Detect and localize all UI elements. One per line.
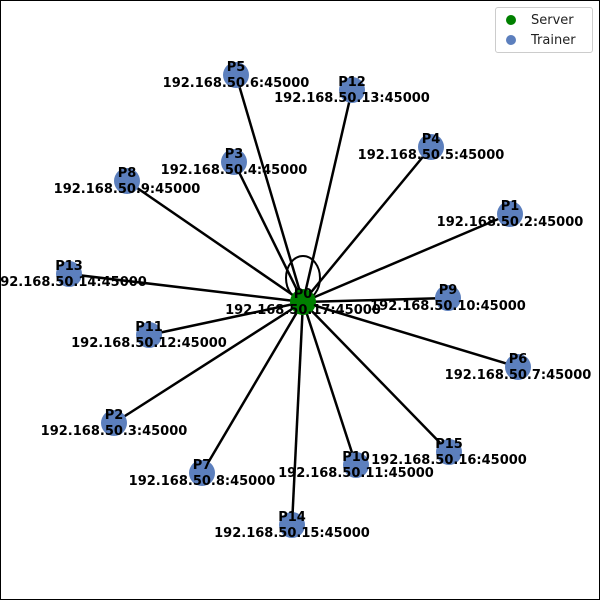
node-label-p5: P5 [227, 60, 246, 75]
edge-p0-p2 [113, 300, 304, 425]
edge-p0-p15 [302, 301, 450, 453]
node-address-p14: 192.168.50.15:45000 [214, 526, 370, 541]
trainer-node-p7 [189, 460, 215, 486]
node-address-p0: 192.168.50.17:45000 [225, 303, 381, 318]
node-label-p13: P13 [55, 259, 83, 274]
trainer-node-p9 [435, 285, 461, 311]
edge-p0-p7 [200, 301, 305, 474]
trainer-node-p11 [136, 322, 162, 348]
legend-label-server: Server [531, 12, 574, 28]
edge-p0-p9 [302, 296, 449, 304]
trainer-node-p3 [221, 149, 247, 175]
nodes-group [56, 62, 531, 538]
node-label-p6: P6 [509, 352, 528, 367]
legend-label-trainer: Trainer [531, 32, 576, 48]
edge-p0-p3 [232, 161, 305, 303]
edge-p0-p4 [302, 146, 432, 303]
edge-p0-p13 [68, 272, 304, 304]
trainer-node-p14 [279, 512, 305, 538]
node-label-p12: P12 [338, 75, 366, 90]
node-label-p8: P8 [118, 166, 137, 181]
node-address-p3: 192.168.50.4:45000 [161, 163, 308, 178]
node-label-p4: P4 [422, 132, 441, 147]
trainer-node-p8 [114, 168, 140, 194]
server-node-p0 [290, 289, 316, 315]
node-label-p2: P2 [105, 408, 124, 423]
node-address-p15: 192.168.50.16:45000 [371, 453, 527, 468]
edge-p0-p6 [302, 300, 519, 369]
node-address-p8: 192.168.50.9:45000 [54, 182, 201, 197]
node-label-p11: P11 [135, 320, 163, 335]
node-address-p11: 192.168.50.12:45000 [71, 336, 227, 351]
trainer-marker-icon [506, 35, 516, 45]
labels-group: P1192.168.50.2:45000P2192.168.50.3:45000… [0, 60, 591, 541]
trainer-node-p1 [497, 201, 523, 227]
legend-item-server: Server [506, 11, 574, 29]
node-address-p6: 192.168.50.7:45000 [445, 368, 592, 383]
trainer-node-p13 [56, 261, 82, 287]
node-label-p1: P1 [501, 199, 520, 214]
trainer-node-p15 [436, 439, 462, 465]
node-label-p7: P7 [193, 458, 212, 473]
edge-p0-p10 [301, 301, 358, 466]
node-address-p1: 192.168.50.2:45000 [437, 215, 584, 230]
node-label-p14: P14 [278, 510, 306, 525]
node-label-p15: P15 [435, 437, 463, 452]
legend: Server Trainer [495, 7, 593, 53]
trainer-node-p12 [339, 77, 365, 103]
edge-p0-p8 [126, 179, 304, 304]
legend-item-trainer: Trainer [506, 31, 576, 49]
node-label-p3: P3 [225, 147, 244, 162]
trainer-node-p10 [343, 452, 369, 478]
node-address-p9: 192.168.50.10:45000 [370, 299, 526, 314]
edge-p0-p1 [302, 212, 511, 304]
edge-p0-p11 [148, 300, 304, 337]
edge-p0-p12 [301, 89, 354, 303]
node-label-p9: P9 [439, 283, 458, 298]
node-address-p7: 192.168.50.8:45000 [129, 474, 276, 489]
node-address-p12: 192.168.50.13:45000 [274, 91, 430, 106]
node-address-p13: 192.168.50.14:45000 [0, 275, 147, 290]
node-address-p4: 192.168.50.5:45000 [358, 148, 505, 163]
edge-p0-p5 [234, 74, 305, 303]
node-label-p0: P0 [294, 287, 313, 302]
node-address-p10: 192.168.50.11:45000 [278, 466, 434, 481]
trainer-node-p6 [505, 354, 531, 380]
server-marker-icon [506, 15, 516, 25]
edge-p0-p14 [290, 301, 305, 526]
node-address-p5: 192.168.50.6:45000 [163, 76, 310, 91]
node-label-p10: P10 [342, 450, 370, 465]
trainer-node-p5 [223, 62, 249, 88]
node-address-p2: 192.168.50.3:45000 [41, 424, 188, 439]
trainer-node-p2 [101, 410, 127, 436]
edges-group [68, 74, 519, 526]
trainer-node-p4 [418, 134, 444, 160]
